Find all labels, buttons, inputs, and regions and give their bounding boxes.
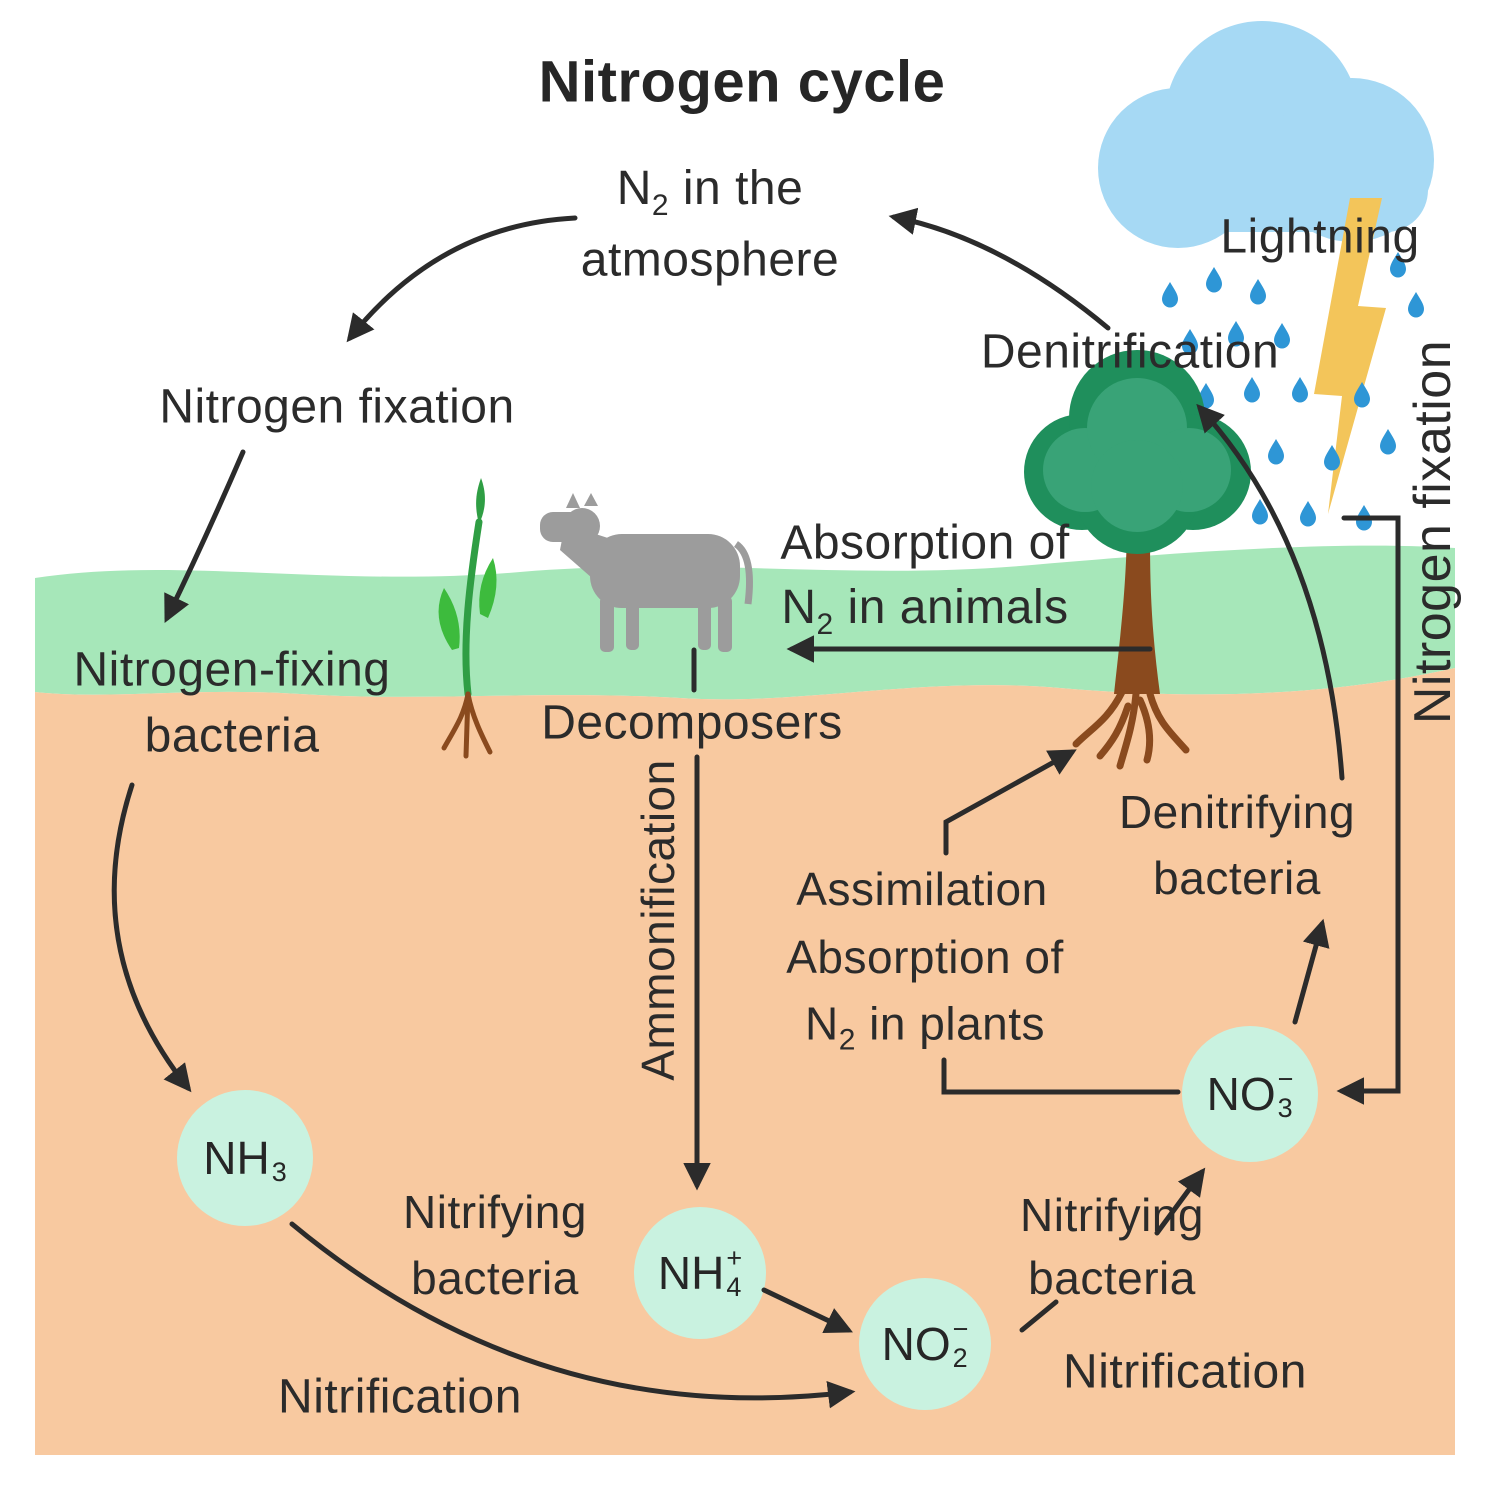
assimilation-label-line3: N2 in plants [804,997,1046,1057]
grass-band [35,545,1455,700]
nitrifying-bacteria-right-label-line2: bacteria [1028,1252,1196,1304]
nitrogen-fixing-bacteria-label-line2: bacteria [144,709,320,763]
n2-atmosphere-label-line1: N2 in the [616,162,804,222]
nitrogen-fixing-bacteria-label-line1: Nitrogen-fixing [73,643,391,697]
no3-node-label: NO−3 [1206,1064,1294,1123]
line-no2-to-nitrifying [1019,1299,1059,1333]
sprout-icon [438,478,497,759]
nitrifying-bacteria-left-label-line1: Nitrifying [403,1186,587,1238]
arrow-denitrifying-curve [1196,403,1345,781]
ammonification-label: Ammonification [632,759,684,1081]
chem-node-circles [177,1026,1318,1410]
flow-arrows [111,207,1401,1409]
no2-node-label: NO−2 [881,1314,969,1373]
nitrification-left-label: Nitrification [278,1370,522,1424]
soil [35,668,1455,1455]
arrow-assimilation-to-roots [943,749,1077,856]
assimilation-label-line2: Absorption of [786,931,1064,983]
nitrogen-fixation-right-label: Nitrogen fixation [1404,339,1462,725]
line-no3-to-assimilation [941,1057,1181,1095]
page-title: Nitrogen cycle [538,49,946,115]
arrow-denitrification-to-n2 [888,207,1111,331]
nitrification-right-label: Nitrification [1063,1345,1307,1399]
nh3-circle [177,1090,313,1226]
denitrification-label: Denitrification [980,325,1280,379]
arrow-fixation-to-ground [164,449,246,623]
denitrifying-bacteria-label-line1: Denitrifying [1118,786,1356,838]
no3-circle [1182,1026,1318,1162]
absorption-animals-label-line2: N2 in animals [781,581,1069,641]
lightning-label: Lightning [1220,210,1420,264]
decomposers-label: Decomposers [541,696,843,750]
arrow-nh4-to-no2 [761,1287,853,1333]
no2-circle [859,1278,991,1410]
n2-atmosphere-label-line2: atmosphere [580,233,840,287]
arrow-nh3-to-no2-nitrification [289,1221,856,1409]
nitrifying-bacteria-right-label-line1: Nitrifying [1020,1189,1204,1241]
cow-icon [540,493,753,652]
tree-icon [1024,350,1251,770]
arrow-n2-to-fixation [346,215,578,343]
arrow-bacteria-to-nh3 [111,782,192,1093]
nh4-circle [634,1207,766,1339]
denitrifying-bacteria-label-line2: bacteria [1153,852,1321,904]
lightning-bolt-icon [1314,198,1386,514]
assimilation-label-line1: Assimilation [796,863,1048,915]
nitrifying-bacteria-left-label-line2: bacteria [411,1252,579,1304]
arrow-no3-to-denitrifying [1292,918,1330,1025]
arrow-lightning-to-no3 [1336,515,1401,1105]
nh4-node-label: NH+4 [657,1243,743,1302]
arrow-nitrifying-to-no3 [1154,1167,1206,1236]
cloud-icon [1098,21,1434,248]
absorption-animals-label-line1: Absorption of [780,516,1070,570]
nitrogen-fixation-left-label: Nitrogen fixation [159,380,515,434]
